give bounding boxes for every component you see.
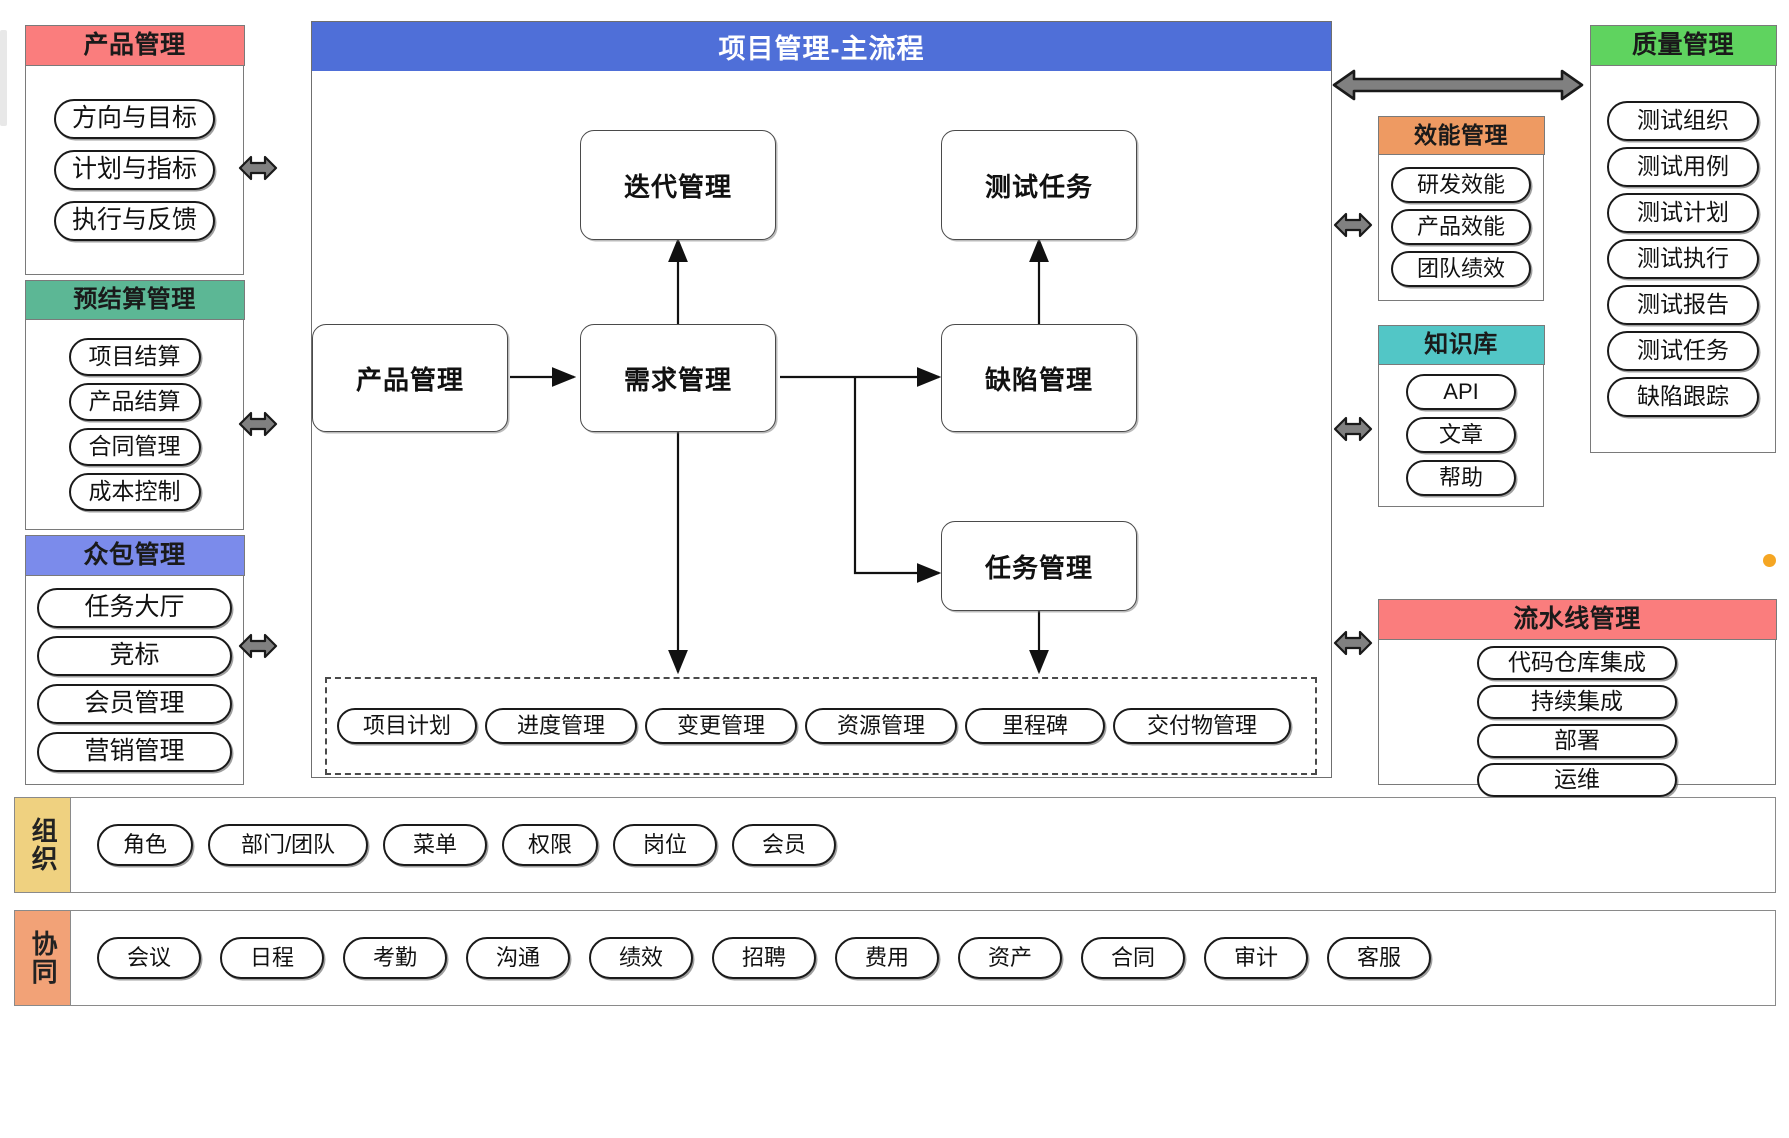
node-product-management[interactable]: 产品管理 xyxy=(312,324,508,432)
panel-product-management-header: 产品管理 xyxy=(24,24,245,66)
main-flow-container: 项目管理-主流程 迭代管理 测试任务 产品管理 需 xyxy=(311,21,1332,778)
pill-execution-feedback[interactable]: 执行与反馈 xyxy=(53,200,215,241)
panel-budget-settlement-management-header: 预结算管理 xyxy=(24,279,245,320)
panel-pipeline-management-body: 代码仓库集成 持续集成 部署 运维 xyxy=(1379,640,1775,803)
pill-resource-management[interactable]: 资源管理 xyxy=(805,708,957,744)
pill-project-settlement[interactable]: 项目结算 xyxy=(68,337,201,376)
strip-organization-items: 角色 部门/团队 菜单 权限 岗位 会员 xyxy=(71,798,1775,892)
connector-arrow-flow-to-pipeline xyxy=(1333,630,1373,656)
pill-test-plan[interactable]: 测试计划 xyxy=(1607,192,1759,233)
panel-quality-management-body: 测试组织 测试用例 测试计划 测试执行 测试报告 测试任务 缺陷跟踪 xyxy=(1591,66,1775,452)
panel-budget-settlement-management[interactable]: 预结算管理 项目结算 产品结算 合同管理 成本控制 xyxy=(24,279,245,530)
pill-test-organization[interactable]: 测试组织 xyxy=(1607,100,1759,141)
pill-expense[interactable]: 费用 xyxy=(835,937,939,979)
pill-progress-management[interactable]: 进度管理 xyxy=(485,708,637,744)
panel-efficiency-management-header: 效能管理 xyxy=(1377,115,1545,155)
pill-audit[interactable]: 审计 xyxy=(1204,937,1308,979)
pill-code-repo-integration[interactable]: 代码仓库集成 xyxy=(1477,645,1677,680)
pill-operations[interactable]: 运维 xyxy=(1477,762,1677,797)
panel-knowledge-base-body: API 文章 帮助 xyxy=(1379,365,1543,506)
pill-role[interactable]: 角色 xyxy=(97,824,193,866)
pill-deliverable-management[interactable]: 交付物管理 xyxy=(1113,708,1291,744)
panel-product-management[interactable]: 产品管理 方向与目标 计划与指标 执行与反馈 xyxy=(24,24,245,275)
main-flow-title: 项目管理-主流程 xyxy=(312,22,1331,71)
pill-product-efficiency[interactable]: 产品效能 xyxy=(1391,209,1531,246)
connector-arrow-flow-to-quality xyxy=(1332,69,1584,101)
node-task-management[interactable]: 任务管理 xyxy=(941,521,1137,611)
panel-crowdsourcing-management-body: 任务大厅 竞标 会员管理 营销管理 xyxy=(26,576,243,784)
pill-bidding[interactable]: 竞标 xyxy=(37,635,232,676)
pill-meeting[interactable]: 会议 xyxy=(97,937,201,979)
panel-quality-management[interactable]: 质量管理 测试组织 测试用例 测试计划 测试执行 测试报告 测试任务 缺陷跟踪 xyxy=(1589,24,1777,453)
pill-milestone[interactable]: 里程碑 xyxy=(965,708,1105,744)
strip-organization-label: 组织 xyxy=(15,798,71,892)
scroll-edge-decoration xyxy=(0,30,7,126)
pill-performance[interactable]: 绩效 xyxy=(589,937,693,979)
strip-organization: 组织 角色 部门/团队 菜单 权限 岗位 会员 xyxy=(14,797,1776,893)
pill-test-report[interactable]: 测试报告 xyxy=(1607,284,1759,325)
pill-deployment[interactable]: 部署 xyxy=(1477,723,1677,758)
pill-test-case[interactable]: 测试用例 xyxy=(1607,146,1759,187)
pill-member[interactable]: 会员 xyxy=(732,824,836,866)
connector-arrow-flow-to-efficiency xyxy=(1333,212,1373,238)
panel-quality-management-header: 质量管理 xyxy=(1589,24,1777,66)
pill-api[interactable]: API xyxy=(1406,374,1516,411)
pill-cost-control[interactable]: 成本控制 xyxy=(68,472,201,511)
pill-menu[interactable]: 菜单 xyxy=(383,824,487,866)
node-test-task[interactable]: 测试任务 xyxy=(941,130,1137,240)
node-defect-management[interactable]: 缺陷管理 xyxy=(941,324,1137,432)
pill-communication[interactable]: 沟通 xyxy=(466,937,570,979)
pill-rd-efficiency[interactable]: 研发效能 xyxy=(1391,167,1531,204)
strip-collaboration-items: 会议 日程 考勤 沟通 绩效 招聘 费用 资产 合同 审计 客服 xyxy=(71,911,1775,1005)
pill-test-execution[interactable]: 测试执行 xyxy=(1607,238,1759,279)
pill-help[interactable]: 帮助 xyxy=(1406,460,1516,497)
pill-team-performance[interactable]: 团队绩效 xyxy=(1391,251,1531,288)
panel-knowledge-base-header: 知识库 xyxy=(1377,324,1545,365)
connector-arrow-crowdsourcing-to-flow xyxy=(238,633,278,659)
panel-product-management-body: 方向与目标 计划与指标 执行与反馈 xyxy=(26,66,243,274)
strip-collaboration: 协同 会议 日程 考勤 沟通 绩效 招聘 费用 资产 合同 审计 客服 xyxy=(14,910,1776,1006)
node-requirement-management[interactable]: 需求管理 xyxy=(580,324,776,432)
pill-change-management[interactable]: 变更管理 xyxy=(645,708,797,744)
pill-department-team[interactable]: 部门/团队 xyxy=(208,824,368,866)
strip-collaboration-label: 协同 xyxy=(15,911,71,1005)
panel-crowdsourcing-management[interactable]: 众包管理 任务大厅 竞标 会员管理 营销管理 xyxy=(24,534,245,785)
pill-project-plan[interactable]: 项目计划 xyxy=(337,708,477,744)
panel-efficiency-management-body: 研发效能 产品效能 团队绩效 xyxy=(1379,155,1543,300)
pill-task-hall[interactable]: 任务大厅 xyxy=(37,587,232,628)
pill-marketing-management[interactable]: 营销管理 xyxy=(37,731,232,772)
panel-knowledge-base[interactable]: 知识库 API 文章 帮助 xyxy=(1377,324,1545,507)
panel-budget-settlement-management-body: 项目结算 产品结算 合同管理 成本控制 xyxy=(26,320,243,529)
pill-contract[interactable]: 合同 xyxy=(1081,937,1185,979)
pill-attendance[interactable]: 考勤 xyxy=(343,937,447,979)
pill-test-task[interactable]: 测试任务 xyxy=(1607,330,1759,371)
pill-permission[interactable]: 权限 xyxy=(502,824,598,866)
panel-efficiency-management[interactable]: 效能管理 研发效能 产品效能 团队绩效 xyxy=(1377,115,1545,301)
pill-plan-metrics[interactable]: 计划与指标 xyxy=(53,149,215,190)
panel-pipeline-management[interactable]: 流水线管理 代码仓库集成 持续集成 部署 运维 xyxy=(1377,598,1777,797)
pill-contract-management[interactable]: 合同管理 xyxy=(68,427,201,466)
connector-arrow-flow-to-knowledge xyxy=(1333,416,1373,442)
panel-pipeline-management-header: 流水线管理 xyxy=(1377,598,1777,640)
pill-position[interactable]: 岗位 xyxy=(613,824,717,866)
pipeline-marker-dot xyxy=(1763,554,1776,567)
pill-customer-service[interactable]: 客服 xyxy=(1327,937,1431,979)
pill-product-settlement[interactable]: 产品结算 xyxy=(68,382,201,421)
pill-continuous-integration[interactable]: 持续集成 xyxy=(1477,684,1677,719)
panel-crowdsourcing-management-header: 众包管理 xyxy=(24,534,245,576)
pill-member-management[interactable]: 会员管理 xyxy=(37,683,232,724)
pill-direction-goal[interactable]: 方向与目标 xyxy=(53,98,215,139)
pill-recruitment[interactable]: 招聘 xyxy=(712,937,816,979)
pill-asset[interactable]: 资产 xyxy=(958,937,1062,979)
pill-article[interactable]: 文章 xyxy=(1406,417,1516,454)
flow-connectors xyxy=(510,237,1049,675)
connector-arrow-budget-to-flow xyxy=(238,411,278,437)
connector-arrow-product-to-flow xyxy=(238,155,278,181)
pill-schedule[interactable]: 日程 xyxy=(220,937,324,979)
pill-defect-tracking[interactable]: 缺陷跟踪 xyxy=(1607,376,1759,417)
project-execution-group: 项目计划 进度管理 变更管理 资源管理 里程碑 交付物管理 xyxy=(325,677,1317,775)
node-iteration-management[interactable]: 迭代管理 xyxy=(580,130,776,240)
